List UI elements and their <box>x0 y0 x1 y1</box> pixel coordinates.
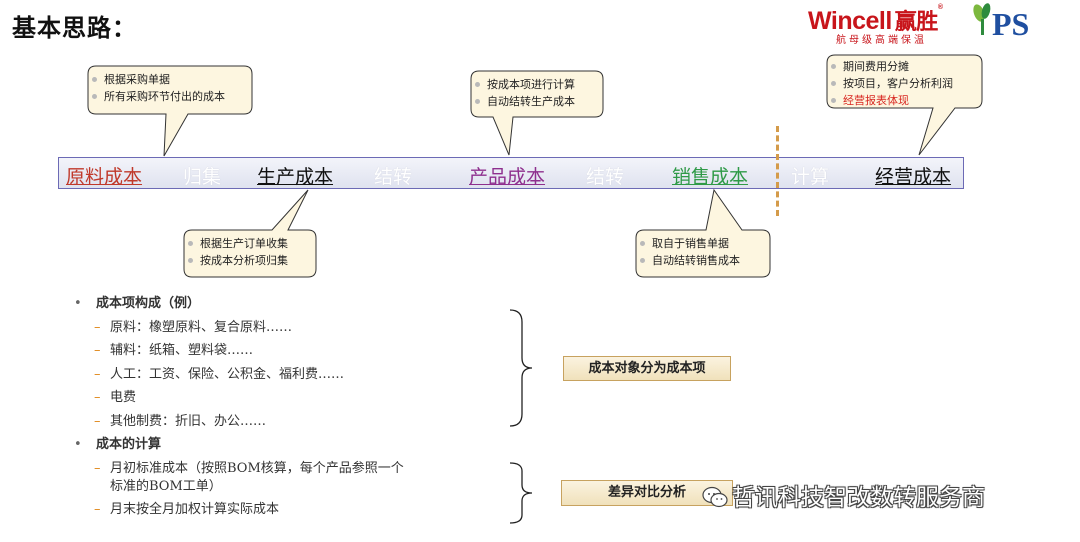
callout-operating-line-1: 期间费用分摊 <box>827 58 953 75</box>
callout-sales-line-1: 取自于销售单据 <box>636 235 740 252</box>
section-cost-items: 成本项构成（例） <box>72 292 404 316</box>
list-item-line-2: 标准的BOM工单） <box>110 478 222 494</box>
period-divider <box>776 126 779 216</box>
callout-raw-line-2: 所有采购环节付出的成本 <box>88 88 225 105</box>
section-cost-calculation: 成本的计算 <box>72 433 404 457</box>
connector-transfer-2: 结转 <box>586 166 625 188</box>
list-item: 电费 <box>72 386 404 410</box>
list-item-line-1: 月初标准成本（按照BOM核算，每个产品参照一个 <box>110 460 404 476</box>
cost-outline: 成本项构成（例） 原料：橡塑原料、复合原料…… 辅料：纸箱、塑料袋…… 人工：工… <box>72 292 404 521</box>
connector-collect: 归集 <box>183 166 222 188</box>
logo-tagline: 航母级高端保温 <box>836 35 927 46</box>
callout-operating-line-3: 经营报表体现 <box>827 92 953 109</box>
brace-cost-items <box>509 309 533 427</box>
connector-calc: 计算 <box>791 166 830 188</box>
callout-operating-line-2: 按项目，客户分析利润 <box>827 75 953 92</box>
callout-product-line-2: 自动结转生产成本 <box>471 93 575 110</box>
brace-calculation <box>509 462 533 524</box>
list-item: 月末按全月加权计算实际成本 <box>72 498 404 522</box>
callout-sales-line-2: 自动结转销售成本 <box>636 252 740 269</box>
watermark: 哲讯科技智改数转服务商 <box>702 478 985 512</box>
stage-product-cost: 产品成本 <box>469 166 546 188</box>
callout-product-line-1: 按成本项进行计算 <box>471 76 575 93</box>
connector-transfer-1: 结转 <box>374 166 413 188</box>
logo-brand-cn: 赢胜 <box>894 10 939 35</box>
stage-operating-cost: 经营成本 <box>875 166 952 188</box>
logo-brand-text: Wincell <box>808 7 892 35</box>
list-item: 辅料：纸箱、塑料袋…… <box>72 339 404 363</box>
stage-raw-cost: 原料成本 <box>66 166 143 188</box>
wechat-icon <box>702 486 728 508</box>
page-title: 基本思路： <box>12 14 137 42</box>
cost-flow-bar <box>58 157 964 189</box>
list-item: 原料：橡塑原料、复合原料…… <box>72 316 404 340</box>
callout-production-line-2: 按成本分析项归集 <box>184 252 288 269</box>
box-split-cost-items: 成本对象分为成本项 <box>563 356 731 381</box>
stage-sales-cost: 销售成本 <box>672 166 749 188</box>
logo-reg-mark: ® <box>937 4 943 11</box>
list-item-standard-cost: 月初标准成本（按照BOM核算，每个产品参照一个 标准的BOM工单） <box>72 457 404 498</box>
list-item: 其他制费：折旧、办公…… <box>72 410 404 434</box>
ps-logo: PS <box>968 2 1052 46</box>
watermark-text: 哲讯科技智改数转服务商 <box>732 485 985 511</box>
box-variance-analysis: 差异对比分析 <box>561 480 733 506</box>
callout-production-line-1: 根据生产订单收集 <box>184 235 288 252</box>
stage-production-cost: 生产成本 <box>257 166 334 188</box>
callout-raw-line-1: 根据采购单据 <box>88 71 225 88</box>
list-item: 人工：工资、保险、公积金、福利费…… <box>72 363 404 387</box>
ps-logo-text: PS <box>992 6 1029 42</box>
